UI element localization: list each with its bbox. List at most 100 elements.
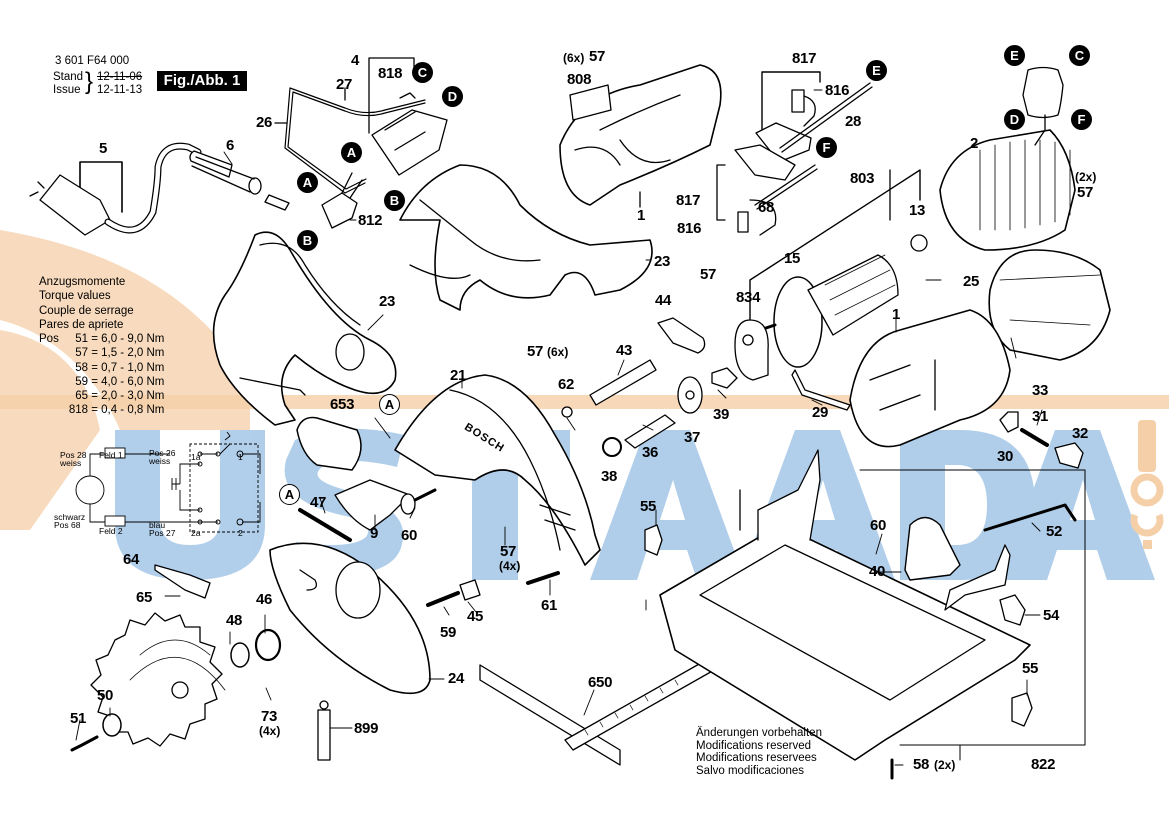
part-label-9: 9 bbox=[370, 525, 379, 542]
small-parts-45-59-61 bbox=[426, 571, 560, 607]
part-label-43: 43 bbox=[616, 342, 633, 359]
torque-pos: 51 bbox=[75, 333, 88, 345]
connector-ref-a: A bbox=[279, 484, 300, 505]
connector-badge-e: E bbox=[866, 60, 887, 81]
part-label-45: 45 bbox=[467, 608, 484, 625]
part-label-36: 36 bbox=[642, 444, 659, 461]
part-label-68: 68 bbox=[758, 199, 775, 216]
gear-assembly bbox=[561, 367, 738, 457]
part-label-812: 812 bbox=[358, 212, 383, 229]
part-label-28: 28 bbox=[845, 113, 862, 130]
part-label-52: 52 bbox=[1046, 523, 1063, 540]
part-label-818: 818 bbox=[378, 65, 403, 82]
part-label-817: 817 bbox=[676, 192, 701, 209]
watermark-com bbox=[1130, 420, 1164, 549]
part-label-57: 57 bbox=[500, 543, 517, 560]
part-label-38: 38 bbox=[601, 468, 618, 485]
part-label-5: 5 bbox=[99, 140, 108, 157]
end-cap-part-33 bbox=[988, 249, 1111, 361]
part-label-57: 57 bbox=[589, 48, 606, 65]
modifications-note: Änderungen vorbehalten Modifications res… bbox=[696, 727, 822, 777]
lever-part-64 bbox=[154, 564, 211, 599]
lever-part-44 bbox=[657, 317, 706, 354]
armature-part-803 bbox=[749, 169, 928, 368]
torque-pos-prefix: Pos bbox=[39, 333, 59, 345]
part-label-54: 54 bbox=[1043, 607, 1060, 624]
quantity-57-guard: (4x) bbox=[499, 559, 521, 573]
handle-part-23-right bbox=[399, 164, 653, 311]
saw-blade bbox=[90, 612, 226, 747]
issue-label: Issue bbox=[53, 84, 81, 96]
part-label-59: 59 bbox=[440, 624, 457, 641]
part-label-808: 808 bbox=[567, 71, 592, 88]
connector-badge-d: D bbox=[1004, 109, 1025, 130]
wire-label-blau: blau bbox=[149, 520, 166, 530]
connector-badge-e: E bbox=[1004, 45, 1025, 66]
part-label-2: 2 bbox=[970, 135, 979, 152]
part-label-27: 27 bbox=[336, 76, 353, 93]
clip-55-right bbox=[1011, 692, 1033, 727]
part-label-44: 44 bbox=[655, 292, 672, 309]
modifications-fr: Modifications reservees bbox=[696, 752, 817, 764]
wire-label-pos68: Pos 68 bbox=[54, 520, 81, 530]
terminal-2a: 2a bbox=[191, 528, 201, 538]
connector-badge-f: F bbox=[816, 137, 837, 158]
torque-title-de: Anzugsmomente bbox=[39, 276, 126, 288]
connector-badge-a: A bbox=[297, 172, 318, 193]
shaft-part-43 bbox=[589, 359, 657, 406]
part-label-50: 50 bbox=[97, 687, 114, 704]
wire-label-schwarz: schwarz bbox=[54, 512, 86, 522]
part-label-31: 31 bbox=[1032, 408, 1049, 425]
connector-badge-b: B bbox=[384, 190, 405, 211]
part-label-73: 73 bbox=[261, 708, 278, 725]
wire-label-feld1: Feld 1 bbox=[99, 450, 123, 460]
part-label-653: 653 bbox=[330, 396, 355, 413]
screw-part-60 bbox=[400, 488, 437, 515]
part-label-24: 24 bbox=[448, 670, 465, 687]
torque-values: 51 = 6,0 - 9,0 Nm 57 = 1,5 - 2,0 Nm 58 =… bbox=[58, 332, 165, 418]
part-label-48: 48 bbox=[226, 612, 243, 629]
modifications-de: Änderungen vorbehalten bbox=[696, 727, 822, 739]
brush-holder-part-817 bbox=[716, 71, 821, 236]
part-label-6: 6 bbox=[226, 137, 235, 154]
part-label-1: 1 bbox=[892, 306, 901, 323]
part-label-58: 58 bbox=[913, 756, 930, 773]
wire-label-weiss1: weiss bbox=[60, 458, 82, 468]
connector-badge-c: C bbox=[412, 62, 433, 83]
torque-pos: 57 bbox=[75, 347, 88, 360]
part-label-816: 816 bbox=[677, 220, 702, 237]
part-label-55: 55 bbox=[640, 498, 657, 515]
connector-badge-f: F bbox=[1071, 109, 1092, 130]
modifications-en: Modifications reserved bbox=[696, 739, 812, 752]
lower-guard-part-24 bbox=[269, 542, 431, 695]
part-label-822: 822 bbox=[1031, 756, 1056, 773]
wire-loop-parts-26-27 bbox=[274, 87, 426, 194]
part-label-816: 816 bbox=[825, 82, 850, 99]
parallel-guide-part-650 bbox=[479, 654, 724, 766]
bolt-part-47 bbox=[298, 508, 352, 542]
torque-title-es: Pares de apriete bbox=[39, 318, 124, 331]
part-label-64: 64 bbox=[123, 551, 140, 568]
cord-sleeve-part-6 bbox=[189, 150, 290, 211]
handle-part-23-left bbox=[212, 231, 397, 426]
connector-badge-d: D bbox=[442, 86, 463, 107]
part-label-650: 650 bbox=[588, 674, 613, 691]
part-label-29: 29 bbox=[812, 404, 829, 421]
part-label-25: 25 bbox=[963, 273, 980, 290]
part-label-834: 834 bbox=[736, 289, 761, 306]
wire-label-feld2: Feld 2 bbox=[99, 526, 123, 536]
part-label-23: 23 bbox=[654, 253, 671, 270]
part-label-32: 32 bbox=[1072, 425, 1089, 442]
angle-guide-part-40 bbox=[904, 516, 961, 581]
terminal-1a: 1a bbox=[191, 452, 201, 462]
cable-clip-part-812 bbox=[321, 172, 363, 229]
bearing-plate-part-834 bbox=[734, 319, 769, 381]
terminal-1: 1 bbox=[238, 452, 243, 462]
bracket-54 bbox=[944, 544, 1026, 626]
quantity-58: (2x) bbox=[934, 758, 956, 772]
connector-badge-b: B bbox=[297, 230, 318, 251]
part-label-13: 13 bbox=[909, 202, 926, 219]
torque-table: Anzugsmomente Torque values Couple de se… bbox=[39, 275, 134, 332]
torque-range: = 0,4 - 0,8 Nm bbox=[91, 404, 165, 417]
